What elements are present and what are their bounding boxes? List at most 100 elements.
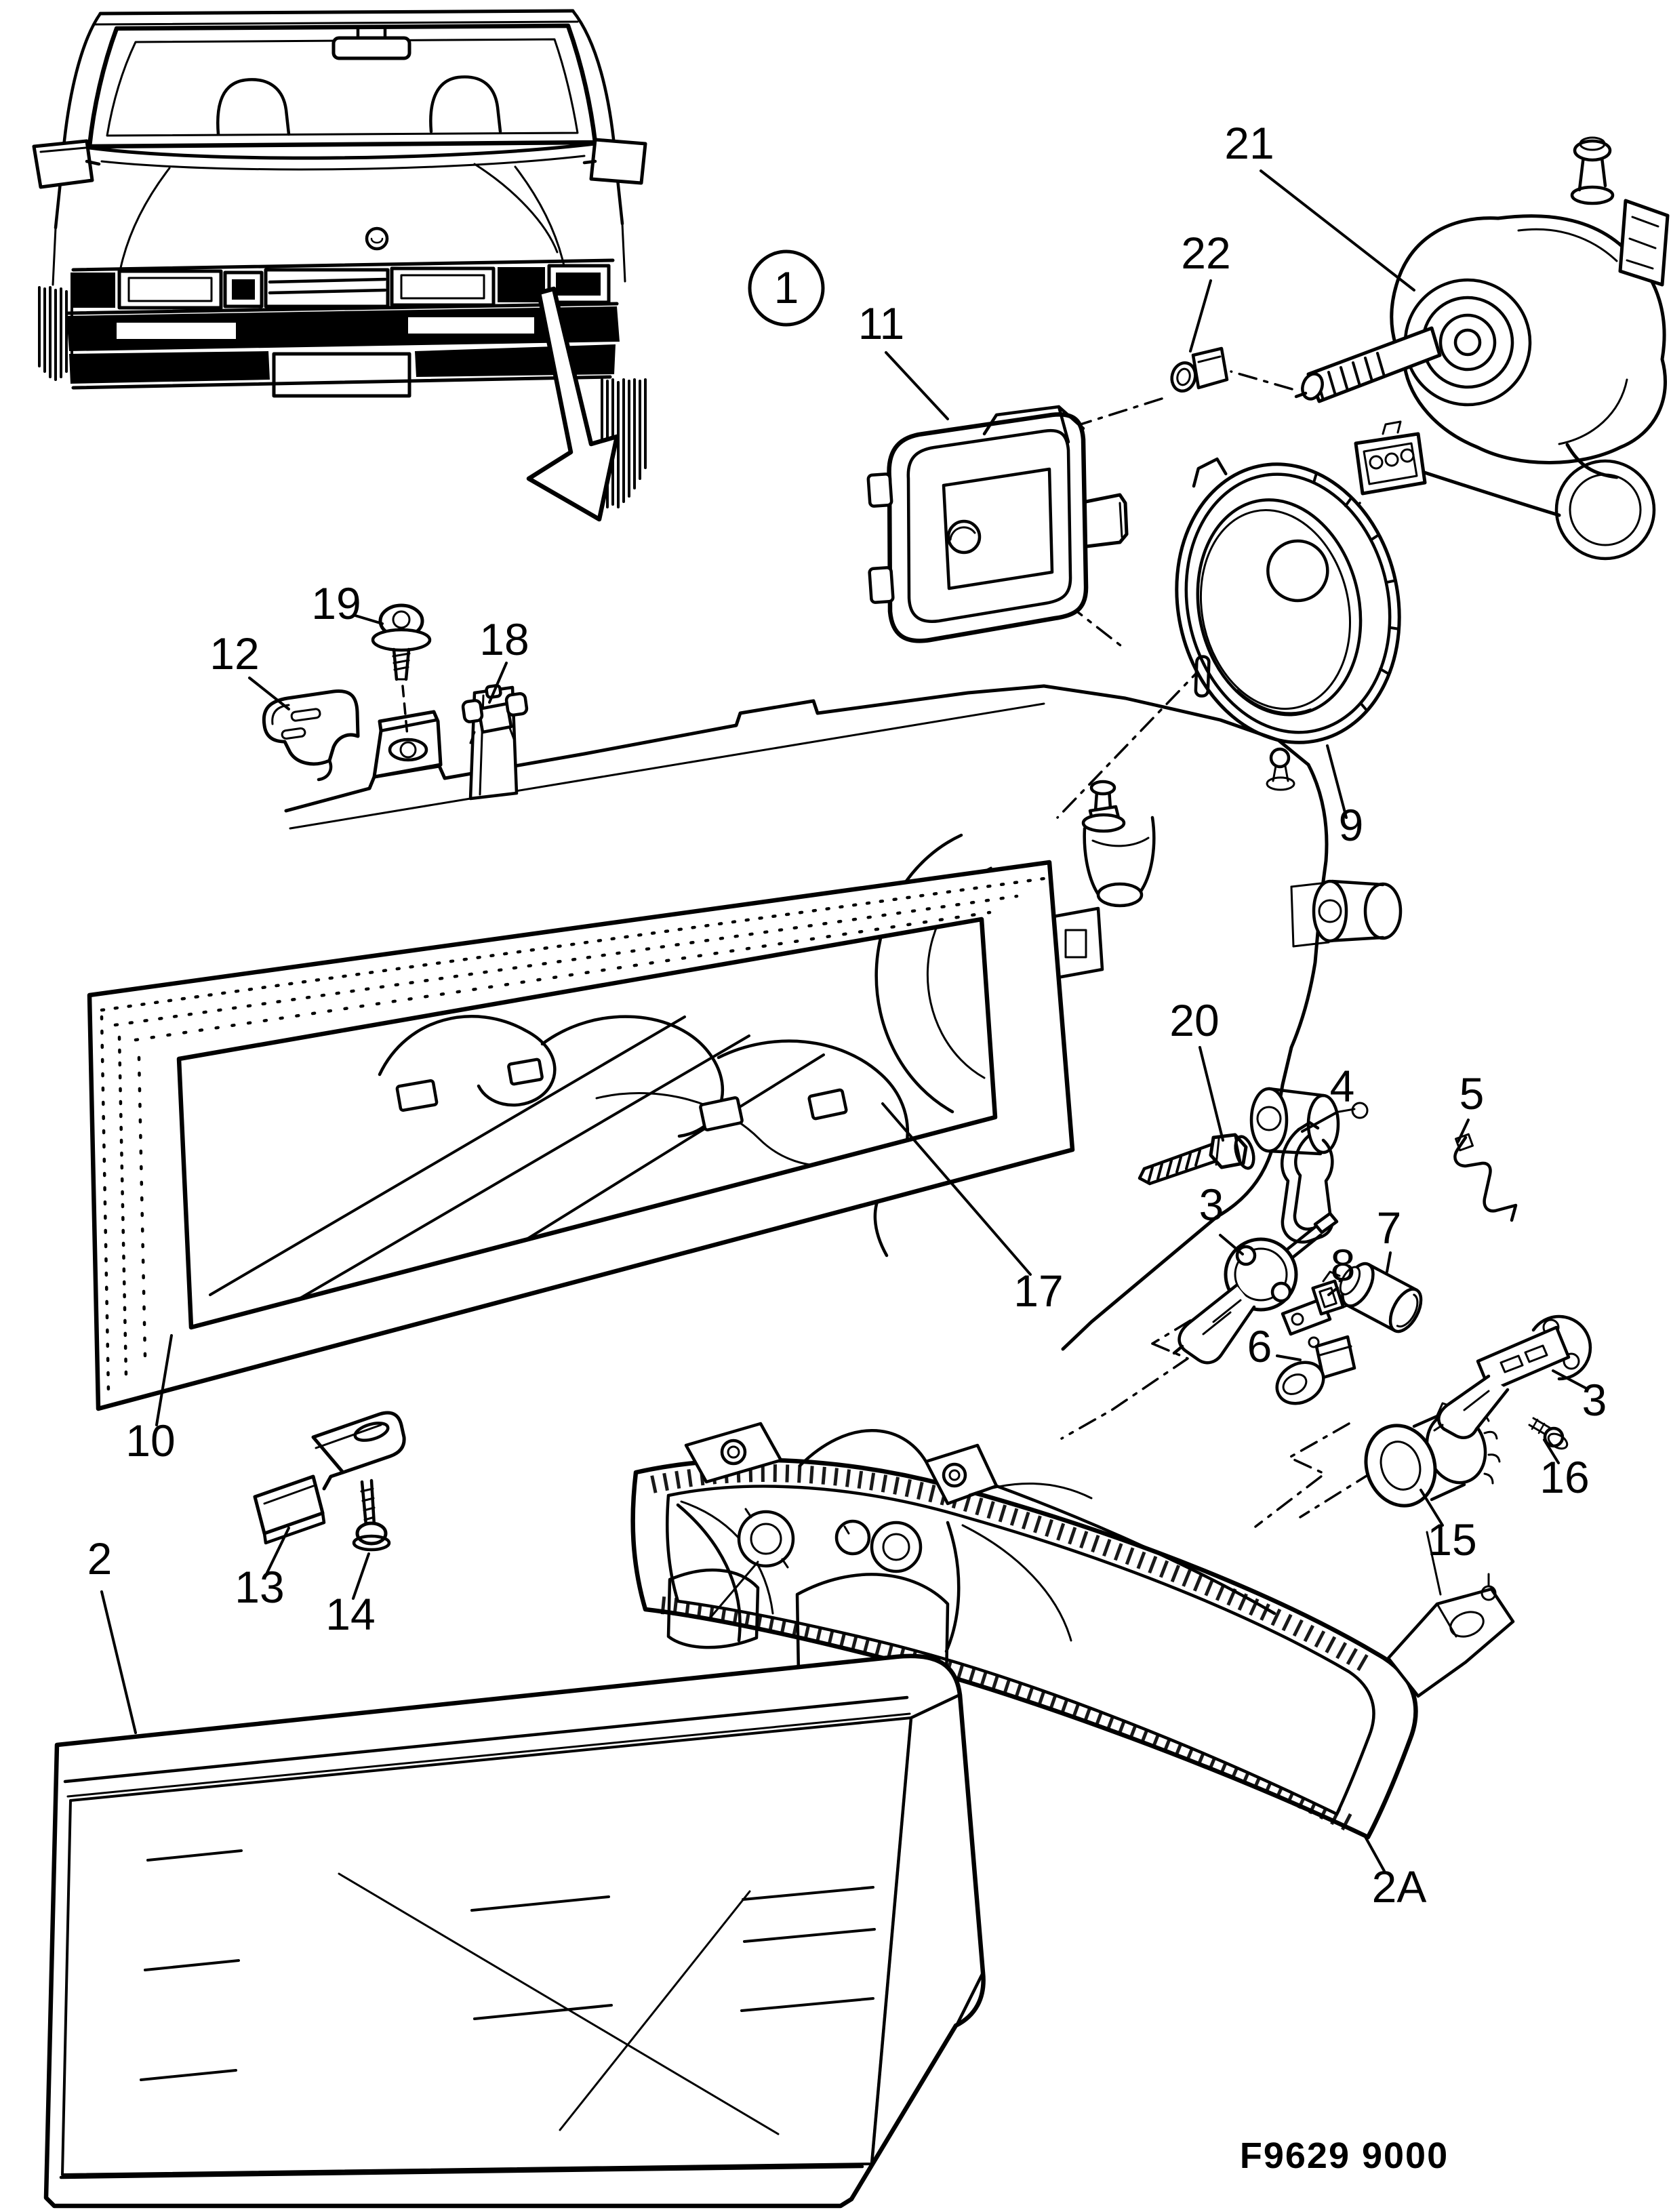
connector-22	[1170, 346, 1229, 393]
callout-label-2: 2	[87, 1533, 113, 1584]
callout-leader-5	[1457, 1119, 1470, 1143]
headlamp-unit-2a	[630, 1422, 1515, 1840]
callout-4: 4	[1301, 1061, 1355, 1133]
callout-leader-7	[1386, 1251, 1392, 1273]
callout-leader-14	[352, 1552, 370, 1600]
callout-label-22: 22	[1181, 228, 1230, 278]
callout-label-7: 7	[1377, 1203, 1402, 1253]
bulb-3-left	[1172, 1211, 1339, 1365]
callout-label-6: 6	[1247, 1321, 1272, 1371]
bracket-13	[253, 1411, 406, 1545]
callout-leader-11	[885, 351, 949, 420]
callout-leader-17	[881, 1102, 1032, 1276]
callout-21: 21	[1224, 118, 1415, 291]
callout-label-2A: 2A	[1372, 1862, 1427, 1912]
pivot-stud	[1266, 747, 1295, 791]
saab-badge	[365, 226, 389, 251]
upper-adjuster	[1051, 780, 1156, 980]
callout-leader-22	[1189, 279, 1212, 353]
callout-2: 2	[87, 1533, 137, 1734]
retaining-ring-9	[1175, 457, 1401, 744]
callout-5: 5	[1457, 1068, 1485, 1143]
callout-label-18: 18	[479, 614, 529, 664]
callout-label-12: 12	[209, 628, 259, 679]
callout-label-1: 1	[774, 262, 799, 313]
lens-blocks	[140, 1849, 876, 2081]
callout-leader-15	[1420, 1489, 1444, 1527]
callout-label-19: 19	[311, 578, 361, 628]
spring-clip-4	[1280, 1121, 1334, 1244]
callout-leader-20	[1199, 1046, 1224, 1142]
grille	[264, 268, 390, 308]
rim-ribs	[650, 1464, 1371, 1833]
coiled-cable	[1554, 459, 1656, 561]
right-bracket	[1386, 1531, 1515, 1698]
callout-leader-16	[1543, 1439, 1560, 1464]
left-headlamp	[117, 269, 223, 310]
screw-20	[1138, 1133, 1255, 1186]
clip-12	[262, 689, 360, 782]
callout-label-4: 4	[1330, 1061, 1355, 1111]
cable-plug	[1354, 420, 1427, 496]
callout-6: 6	[1247, 1321, 1302, 1371]
callout-3: 3	[1199, 1180, 1244, 1255]
callout-leader-8	[1327, 1287, 1339, 1296]
callout-8: 8	[1327, 1240, 1356, 1296]
bulb-3-right	[1433, 1314, 1592, 1439]
callout-leader-4	[1301, 1112, 1337, 1133]
left-mirror	[32, 139, 101, 189]
callout-leader-3	[1219, 1234, 1244, 1255]
callout-17: 17	[881, 1102, 1064, 1316]
callout-14: 14	[325, 1552, 376, 1639]
ground-hatch-left	[38, 286, 73, 381]
frame-stipple	[100, 877, 1046, 1395]
callout-15: 15	[1420, 1489, 1477, 1565]
callout-label-21: 21	[1224, 118, 1274, 168]
figure-code: F9629 9000	[1240, 2135, 1449, 2176]
callout-label-11: 11	[858, 298, 905, 348]
callout-leader-6	[1276, 1354, 1302, 1361]
callout-label-15: 15	[1427, 1514, 1476, 1565]
callout-22: 22	[1181, 228, 1231, 353]
callout-20: 20	[1169, 995, 1224, 1142]
callout-label-8: 8	[1331, 1240, 1356, 1290]
leveling-motor-21	[1294, 136, 1670, 561]
callout-leader-3	[1552, 1369, 1588, 1390]
callout-18: 18	[479, 614, 529, 704]
callout-label-17: 17	[1013, 1266, 1063, 1316]
car-front-view	[32, 9, 647, 508]
callout-10: 10	[125, 1334, 176, 1466]
callout-label-9: 9	[1339, 800, 1364, 850]
top-brackets	[684, 1422, 1276, 1615]
right-mirror	[582, 138, 647, 185]
callout-leader-2A	[1363, 1833, 1386, 1872]
callout-leader-19	[354, 614, 384, 625]
mount-tower-19	[372, 710, 443, 779]
callout-leader-18	[488, 662, 508, 704]
callout-label-10: 10	[125, 1415, 175, 1466]
license-plate	[272, 352, 411, 398]
callout-circle-1	[748, 249, 825, 327]
callout-3: 3	[1552, 1369, 1607, 1425]
callout-19: 19	[311, 578, 384, 628]
callout-2A: 2A	[1363, 1833, 1427, 1912]
wiring-harness-17	[378, 1015, 910, 1258]
callout-leader-13	[266, 1527, 290, 1574]
callout-11: 11	[858, 298, 949, 420]
callout-label-5: 5	[1459, 1068, 1485, 1119]
callout-leader-21	[1260, 169, 1415, 291]
callout-leader-12	[248, 677, 290, 710]
lens-2	[43, 1653, 986, 2209]
callout-leader-10	[155, 1334, 173, 1426]
callout-leader-9	[1326, 744, 1348, 819]
bulb-6	[1275, 1335, 1356, 1405]
wire-clip-5	[1453, 1133, 1518, 1222]
callout-16: 16	[1539, 1439, 1590, 1502]
screw-14	[352, 1479, 391, 1552]
callout-9: 9	[1326, 744, 1364, 850]
side-adjuster-upper	[1290, 879, 1403, 948]
seal-boot-11	[866, 405, 1129, 643]
direction-arrow	[526, 286, 620, 522]
